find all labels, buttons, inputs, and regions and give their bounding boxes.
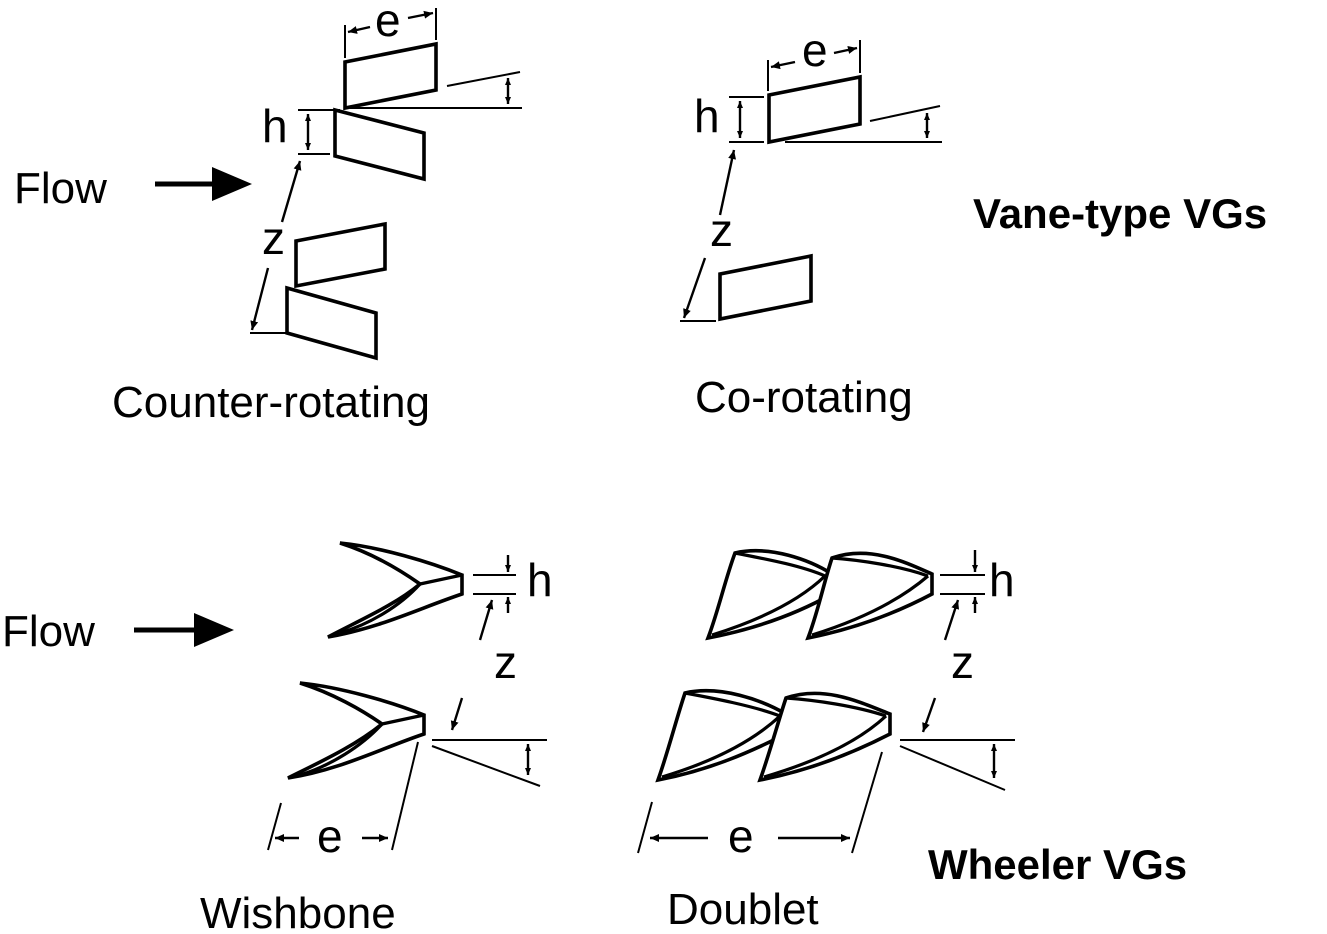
co-rotating-group: e h z Co-rotating: [680, 24, 942, 422]
angle-dimension-counter: [350, 71, 522, 109]
vane-lower-right: [285, 285, 378, 361]
label-z-doublet: z: [951, 636, 974, 688]
dimension-z-doublet: [921, 599, 960, 733]
caption-co-rotating: Co-rotating: [695, 373, 913, 422]
dimension-h-counter: [298, 109, 340, 155]
label-h-co: h: [694, 90, 720, 142]
doublet-lower: [655, 688, 892, 783]
label-e-co: e: [802, 24, 828, 76]
doublet-group: h z e Doublet: [637, 548, 1015, 934]
label-z-wishbone: z: [494, 636, 517, 688]
label-h-wishbone: h: [527, 554, 553, 606]
label-h-doublet: h: [989, 554, 1015, 606]
dimension-z-counter: [250, 160, 302, 334]
caption-wishbone: Wishbone: [200, 889, 396, 934]
wishbone-group: Flow h z: [2, 541, 553, 934]
label-z-counter: z: [262, 212, 285, 264]
label-e-counter: e: [375, 0, 401, 46]
dimension-e-doublet: [637, 751, 883, 854]
label-e-doublet: e: [728, 810, 754, 862]
dimension-e-counter: [344, 8, 437, 58]
dimension-h-doublet: [940, 550, 985, 613]
caption-doublet: Doublet: [667, 885, 819, 934]
caption-counter-rotating: Counter-rotating: [112, 378, 430, 427]
dimension-z-wishbone: [450, 599, 494, 731]
flow-label-top: Flow: [14, 164, 107, 213]
dimension-e-co: [767, 40, 861, 91]
angle-dimension-wishbone: [431, 739, 547, 787]
label-e-wishbone: e: [317, 810, 343, 862]
wishbone-lower: [287, 681, 426, 780]
title-vane-type: Vane-type VGs: [973, 190, 1267, 237]
vane-upper-right: [333, 107, 426, 182]
wishbone-upper: [327, 541, 464, 639]
flow-label-bottom: Flow: [2, 607, 95, 656]
dimension-z-co: [680, 149, 737, 322]
dimension-h-wishbone: [473, 555, 516, 613]
flow-arrow-top: [155, 167, 252, 201]
counter-rotating-group: Flow e h: [14, 0, 522, 427]
dimension-h-co: [729, 96, 764, 143]
label-z-co: z: [710, 204, 733, 256]
vane-co-lower: [718, 253, 813, 322]
doublet-upper: [705, 548, 934, 641]
vane-co-upper: [767, 74, 862, 145]
angle-dimension-doublet: [899, 739, 1015, 791]
title-wheeler: Wheeler VGs: [928, 841, 1187, 888]
vane-upper-left: [343, 41, 438, 111]
label-h-counter: h: [262, 100, 288, 152]
flow-arrow-bottom: [134, 613, 234, 647]
dimension-e-wishbone: [267, 741, 419, 851]
angle-dimension-co: [785, 105, 942, 143]
vane-lower-left: [294, 221, 387, 289]
